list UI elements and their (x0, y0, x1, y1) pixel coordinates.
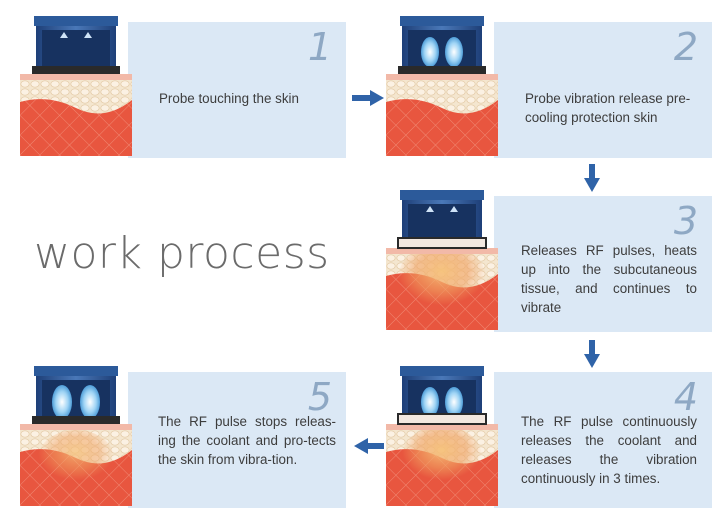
step-3-card: 3 Releases RF pulses, heats up into the … (494, 196, 712, 332)
step-5-text: The RF pulse stops releas-ing the coolan… (158, 414, 336, 467)
step-3-text: Releases RF pulses, heats up into the su… (521, 243, 697, 315)
step-2-illustration (386, 16, 498, 156)
arrow-right-icon (352, 90, 384, 106)
step-4-text: The RF pulse continuously releases the c… (521, 414, 697, 486)
arrow-left-icon (354, 438, 384, 454)
step-1-text: Probe touching the skin (159, 91, 299, 106)
step-2-card: 2 Probe vibration release pre-cooling pr… (494, 22, 712, 158)
step-2-number: 2 (673, 25, 698, 69)
step-1-number: 1 (307, 25, 332, 69)
step-5-card: 5 The RF pulse stops releas-ing the cool… (128, 372, 346, 508)
arrow-down-icon (584, 164, 600, 192)
step-1-card: 1 Probe touching the skin (128, 22, 346, 158)
step-5-illustration (20, 366, 132, 506)
arrow-down-icon (584, 340, 600, 368)
step-1-illustration (20, 16, 132, 156)
step-4-illustration (386, 366, 498, 506)
step-4-number: 4 (673, 375, 698, 419)
step-3-illustration (386, 190, 498, 330)
page-title: work process (34, 228, 330, 279)
step-4-card: 4 The RF pulse continuously releases the… (494, 372, 712, 508)
step-3-number: 3 (673, 199, 698, 243)
step-5-number: 5 (307, 375, 332, 419)
step-2-text: Probe vibration release pre-cooling prot… (525, 91, 691, 125)
